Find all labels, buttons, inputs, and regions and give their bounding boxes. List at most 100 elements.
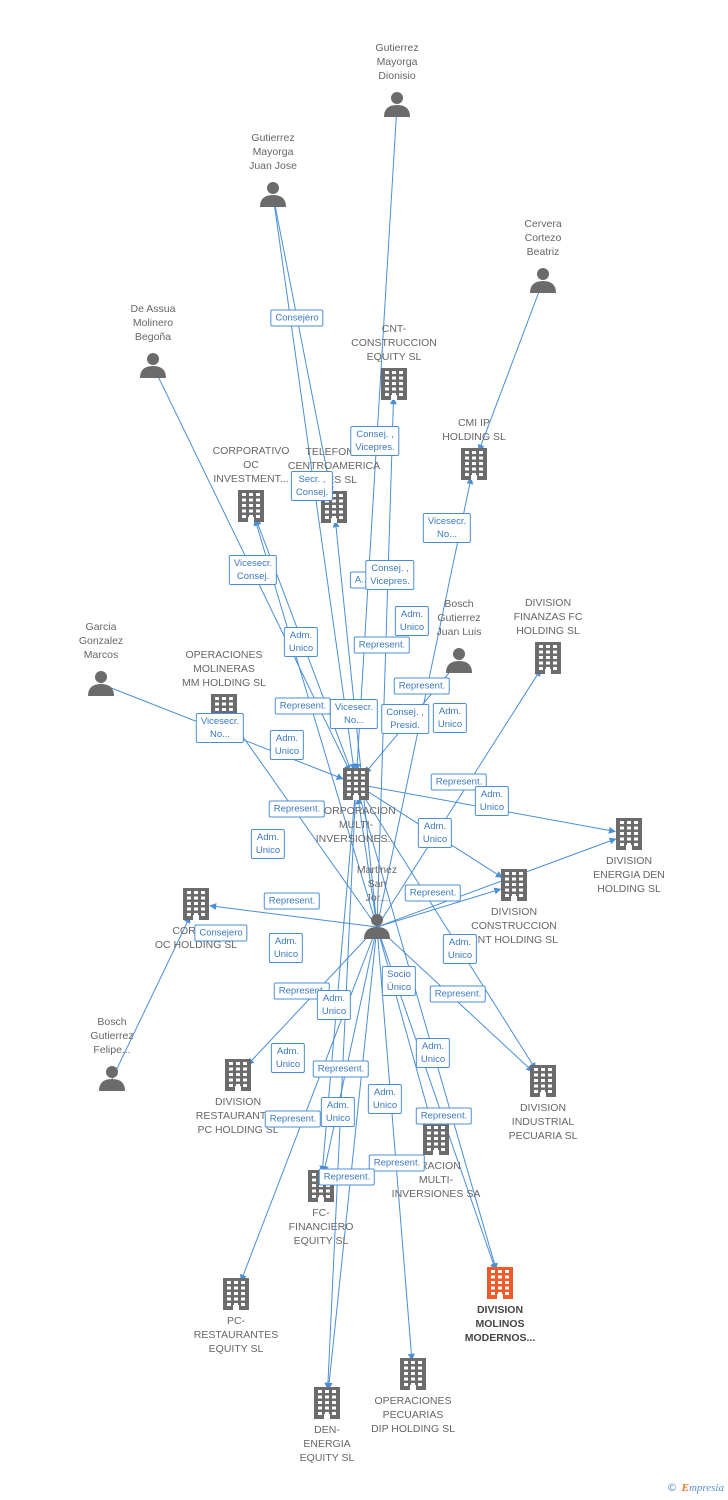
company-label[interactable]: CMI IP HOLDING SL bbox=[442, 417, 506, 443]
edge-p7-c5 bbox=[376, 669, 541, 928]
edge-c7-c12 bbox=[355, 783, 536, 1070]
edge-p7-c1 bbox=[376, 397, 397, 928]
relationship-label: Represent. bbox=[368, 1154, 426, 1172]
relationship-label: Consej. , Presid. bbox=[381, 704, 429, 734]
company-label[interactable]: CORPORACION MULTI- INVERSIONES... bbox=[315, 805, 397, 845]
relationship-label: Adm. Unico bbox=[432, 703, 468, 733]
company-label[interactable]: DIVISION MOLINOS MODERNOS... bbox=[464, 1304, 536, 1344]
person-icon[interactable] bbox=[260, 182, 286, 207]
relationship-label: Socio Único bbox=[381, 966, 417, 996]
company-label[interactable]: CNT- CONSTRUCCION EQUITY SL bbox=[351, 323, 437, 363]
edge-c7-c15 bbox=[355, 783, 498, 1271]
relationship-label: Represent. bbox=[353, 636, 411, 654]
relationship-label: Adm. Unico bbox=[474, 786, 510, 816]
edge-p7-c13 bbox=[376, 926, 434, 1127]
building-icon[interactable] bbox=[501, 869, 527, 901]
person-icon[interactable] bbox=[384, 92, 410, 117]
relationship-label: Adm. Unico bbox=[268, 933, 304, 963]
building-icon[interactable] bbox=[225, 1059, 251, 1091]
person-icon[interactable] bbox=[88, 671, 114, 696]
relationship-label: Represent. bbox=[430, 773, 488, 791]
person-label[interactable]: De Assua Molinero Begoña bbox=[130, 303, 176, 343]
highlighted-building-icon[interactable] bbox=[487, 1267, 513, 1299]
company-label[interactable]: DIVISION FINANZAS FC HOLDING SL bbox=[513, 597, 583, 637]
building-icon[interactable] bbox=[223, 1278, 249, 1310]
edge-p7-c7 bbox=[355, 797, 378, 928]
person-icon[interactable] bbox=[140, 353, 166, 378]
company-label[interactable]: DEN- ENERGIA EQUITY SL bbox=[299, 1424, 355, 1464]
relationship-label: Consejero bbox=[270, 309, 324, 327]
company-label[interactable]: DIVISION RESTAURANTES PC HOLDING SL bbox=[195, 1096, 281, 1136]
relationship-label: Vicesecr. No... bbox=[422, 513, 472, 543]
brand-footer[interactable]: ©Empresia bbox=[667, 1481, 724, 1494]
person-label[interactable]: Gutierrez Mayorga Juan Jose bbox=[249, 132, 297, 172]
building-icon[interactable] bbox=[530, 1065, 556, 1097]
relationship-label: Represent. bbox=[393, 677, 451, 695]
company-label[interactable]: OPERACIONES PECUARIAS DIP HOLDING SL bbox=[371, 1395, 455, 1435]
person-label[interactable]: Bosch Gutierrez Felipe... bbox=[90, 1016, 134, 1056]
nodes-layer bbox=[88, 92, 642, 1419]
company-label[interactable]: CORPORATIVO OC INVESTMENT... bbox=[212, 445, 290, 485]
relationship-label: Consej. , Vicepres. bbox=[365, 560, 415, 590]
relationship-label: Adm. Unico bbox=[270, 1043, 306, 1073]
building-icon[interactable] bbox=[400, 1358, 426, 1390]
copyright-icon: © bbox=[666, 1481, 678, 1494]
person-label[interactable]: Cervera Cortezo Beatriz bbox=[524, 218, 562, 258]
edge-p7-c8 bbox=[376, 837, 617, 928]
person-icon[interactable] bbox=[446, 648, 472, 673]
relationship-label: Adm. Unico bbox=[394, 606, 430, 636]
building-icon[interactable] bbox=[616, 818, 642, 850]
person-icon[interactable] bbox=[530, 268, 556, 293]
person-label[interactable]: Bosch Gutierrez Juan Luis bbox=[436, 598, 482, 638]
person-label[interactable]: Martinez San Jor... bbox=[356, 864, 398, 904]
relationship-label: Adm. Unico bbox=[415, 1038, 451, 1068]
brand-initial: E bbox=[681, 1482, 689, 1494]
relationship-label: Secr. , Consej. bbox=[290, 471, 334, 501]
company-label[interactable]: DIVISION INDUSTRIAL PECUARIA SL bbox=[508, 1102, 578, 1142]
building-icon[interactable] bbox=[461, 448, 487, 480]
edge-p8-c10 bbox=[111, 915, 191, 1080]
building-icon[interactable] bbox=[238, 490, 264, 522]
brand-name: mpresia bbox=[688, 1482, 724, 1494]
relationship-label: Represent. bbox=[312, 1060, 370, 1078]
edge-p3-c2 bbox=[477, 280, 544, 452]
relationship-label: Consejero bbox=[194, 924, 248, 942]
edge-p7-c17 bbox=[376, 926, 415, 1361]
building-icon[interactable] bbox=[343, 768, 369, 800]
relationship-label: Adm. Unico bbox=[320, 1097, 356, 1127]
relationship-label: Adm. Unico bbox=[269, 730, 305, 760]
person-icon[interactable] bbox=[99, 1066, 125, 1091]
relationship-label: Represent. bbox=[263, 892, 321, 910]
relationship-label: Adm. Unico bbox=[250, 829, 286, 859]
edge-p7-c9 bbox=[376, 887, 502, 928]
person-label[interactable]: Garcia Gonzalez Marcos bbox=[78, 621, 124, 661]
company-label[interactable]: DIVISION ENERGIA DEN HOLDING SL bbox=[593, 855, 665, 895]
relationship-label: Represent. bbox=[429, 985, 487, 1003]
relationship-label: Represent. bbox=[415, 1107, 473, 1125]
edge-c7-c18 bbox=[324, 783, 357, 1390]
building-icon[interactable] bbox=[183, 888, 209, 920]
edge-p7-c2 bbox=[376, 477, 474, 928]
building-icon[interactable] bbox=[423, 1123, 449, 1155]
edge-p7-c14 bbox=[321, 926, 378, 1174]
person-icon[interactable] bbox=[364, 914, 390, 939]
building-icon[interactable] bbox=[314, 1387, 340, 1419]
company-label[interactable]: PC- RESTAURANTES EQUITY SL bbox=[193, 1315, 279, 1355]
edge-p7-c4 bbox=[253, 518, 378, 928]
relationship-label: Adm. Unico bbox=[442, 934, 478, 964]
relationship-label: Represent. bbox=[274, 697, 332, 715]
relationship-label: Represent. bbox=[318, 1168, 376, 1186]
building-icon[interactable] bbox=[381, 368, 407, 400]
relationship-label: Adm. Unico bbox=[283, 627, 319, 657]
edges-layer bbox=[100, 104, 617, 1390]
relationship-label: Represent. bbox=[404, 884, 462, 902]
person-label[interactable]: Gutierrez Mayorga Dionisio bbox=[375, 42, 419, 82]
company-label[interactable]: FC- FINANCIERO EQUITY SL bbox=[288, 1207, 354, 1247]
relationship-label: Adm. Unico bbox=[367, 1084, 403, 1114]
company-label[interactable]: OPERACIONES MOLINERAS MM HOLDING SL bbox=[181, 649, 267, 689]
edge-p7-c6 bbox=[231, 720, 378, 928]
company-label[interactable]: DIVISION CONSTRUCCION CNT HOLDING SL bbox=[470, 906, 558, 946]
building-icon[interactable] bbox=[535, 642, 561, 674]
relationship-label: Represent. bbox=[264, 1110, 322, 1128]
